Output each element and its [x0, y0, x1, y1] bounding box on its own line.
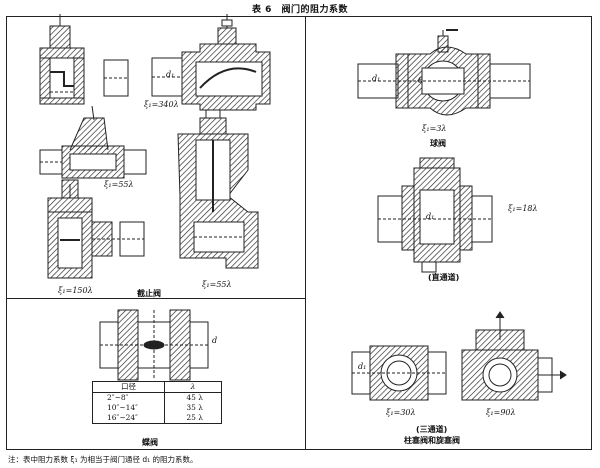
butterfly-valve — [99, 309, 209, 381]
globe-coeff-1: ξ₁=340λ — [144, 100, 179, 109]
table-row: 2″~8″ 45 λ — [92, 392, 223, 403]
three-way-caption-1: (三通道) — [416, 425, 448, 434]
row-divider — [6, 298, 305, 299]
table-frame — [6, 16, 592, 450]
globe-valve-angle-large — [177, 109, 259, 269]
plug-valve-straight — [377, 157, 493, 273]
table-row: 16″~24″ 25 λ — [92, 413, 223, 424]
table-header-lambda: λ — [163, 381, 223, 393]
table-header-size: 口径 — [92, 381, 165, 393]
globe-coeff-3: ξ₁=150λ — [58, 286, 93, 295]
column-divider — [305, 16, 306, 450]
globe-dim-label: d₁ — [166, 70, 175, 79]
globe-valve-y-pattern — [39, 105, 147, 179]
plug-straight-coeff: ξ₁=18λ — [508, 204, 538, 213]
plug-valve-three-way-right — [461, 311, 567, 401]
three-way-caption-2: 柱塞阀和旋塞阀 — [404, 436, 460, 445]
ball-dim-label: d₁ — [372, 74, 381, 83]
three-way-coeff-2: ξ₁=90λ — [486, 408, 516, 417]
ball-coeff: ξ₁=3λ — [422, 124, 447, 133]
globe-caption: 截止阀 — [137, 289, 161, 298]
butterfly-caption: 蝶阀 — [142, 438, 158, 447]
three-way-coeff-1: ξ₁=30λ — [386, 408, 416, 417]
butterfly-size-table: 口径 λ 2″~8″ 45 λ 10″~14″ 35 λ 16″~24″ 25 … — [92, 381, 223, 424]
table-row: 10″~14″ 35 λ — [92, 403, 223, 413]
plug-straight-caption: (直通道) — [428, 273, 460, 282]
globe-valve-1 — [39, 14, 85, 105]
plug-straight-dim-label: d₁ — [426, 212, 435, 221]
ball-caption: 球阀 — [430, 139, 446, 148]
globe-coeff-2: ξ₁=55λ — [104, 180, 134, 189]
table-title: 表 6 阀门的阻力系数 — [252, 5, 348, 15]
globe-valve-angle-small — [47, 179, 145, 279]
globe-coeff-4: ξ₁=55λ — [202, 280, 232, 289]
pipe-segment-1 — [103, 59, 129, 97]
three-way-dim-label: d₁ — [358, 362, 367, 371]
butterfly-dim-label: d — [212, 336, 218, 345]
footnote: 注：表中阻力系数 ξ₁ 为相当于阀门通径 d₁ 的阻力系数。 — [8, 455, 198, 464]
ball-angle-label: θ — [418, 76, 423, 85]
ball-valve — [357, 29, 531, 116]
plug-valve-three-way-left — [351, 345, 447, 401]
globe-valve-2 — [151, 14, 271, 111]
